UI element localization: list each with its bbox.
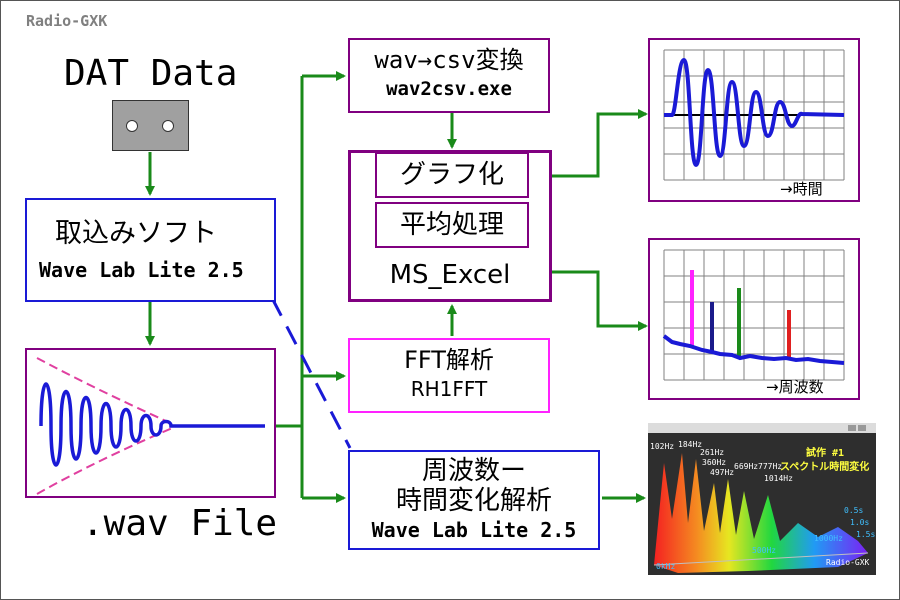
peak-label-1014: 1014Hz	[764, 474, 793, 483]
spectrogram-title1: 試作 #1	[806, 448, 845, 459]
freq-axis-note: →周波数	[766, 378, 824, 396]
tape-reel-icon	[126, 120, 138, 132]
time-freq-box: 周波数ー 時間変化解析 Wave Lab Lite 2.5	[348, 450, 600, 550]
capture-software-version: Wave Lab Lite 2.5	[39, 258, 244, 282]
time-tick-10: 1.0s	[850, 518, 870, 527]
wav-file-label: .wav File	[82, 503, 278, 544]
time-tick-05: 0.5s	[844, 506, 864, 515]
envelope-lower	[36, 425, 178, 495]
freq-spectrum-line	[662, 334, 845, 365]
dat-tape-icon	[112, 100, 189, 151]
arrow-excel-to-freq-chart	[552, 270, 648, 331]
freq-chart-grid	[663, 249, 845, 381]
tape-reel-icon	[162, 120, 174, 132]
spectrogram-thumbnail: 102Hz 184Hz 261Hz 360Hz 497Hz 669Hz 777H…	[648, 423, 876, 575]
graph-step-box: グラフ化	[375, 152, 529, 198]
arrow-excel-to-time-chart	[552, 109, 648, 178]
dat-data-title: DAT Data	[64, 53, 238, 94]
time-chart-box: →時間	[648, 38, 860, 202]
average-step-label: 平均処理	[399, 210, 504, 240]
converter-box: wav→csv変換 wav2csv.exe	[348, 38, 550, 113]
peak-label-184: 184Hz	[678, 440, 703, 449]
time-freq-version: Wave Lab Lite 2.5	[371, 518, 577, 542]
graph-step-label: グラフ化	[399, 160, 504, 190]
fft-name: FFT解析	[404, 346, 494, 374]
peak-label-777: 777Hz	[758, 462, 783, 471]
excel-name: MS_Excel	[389, 260, 511, 290]
watermark: Radio-GXK	[26, 12, 108, 30]
wav-waveform	[39, 382, 265, 467]
time-freq-line2: 時間変化解析	[395, 486, 552, 516]
time-tick-15: 1.5s	[856, 530, 876, 539]
freq-tick-500: 500Hz	[752, 546, 777, 555]
freq-chart-box: →周波数	[648, 238, 860, 400]
peak-label-261: 261Hz	[700, 448, 725, 457]
spectrogram-title2: スペクトル時間変化	[780, 462, 870, 473]
fft-box: FFT解析 RH1FFT	[348, 338, 550, 413]
average-step-box: 平均処理	[375, 202, 529, 248]
capture-software-name: 取込みソフト	[55, 218, 217, 249]
wav-waveform-box	[25, 348, 276, 498]
envelope-upper	[36, 357, 178, 427]
spectrogram-credit: Radio-GXK	[826, 558, 870, 567]
peak-label-669: 669Hz	[734, 462, 759, 471]
time-chart-waveform	[664, 57, 845, 168]
spectrogram-surface	[654, 453, 868, 573]
converter-exe: wav2csv.exe	[386, 78, 512, 100]
peak-label-102: 102Hz	[650, 442, 675, 451]
capture-software-box: 取込みソフト Wave Lab Lite 2.5	[25, 198, 276, 302]
fft-program: RH1FFT	[410, 377, 488, 401]
freq-tick-1000: 1000Hz	[814, 534, 843, 543]
excel-box: グラフ化 平均処理 MS_Excel	[348, 150, 552, 302]
dashed-link	[270, 297, 352, 449]
peak-label-497: 497Hz	[710, 468, 735, 477]
peak-label-360: 360Hz	[702, 458, 727, 467]
time-axis-note: →時間	[780, 180, 823, 198]
time-freq-line1: 周波数ー	[421, 456, 526, 486]
freq-tick-0: 0kHz	[656, 562, 676, 571]
converter-name: wav→csv変換	[374, 46, 524, 74]
